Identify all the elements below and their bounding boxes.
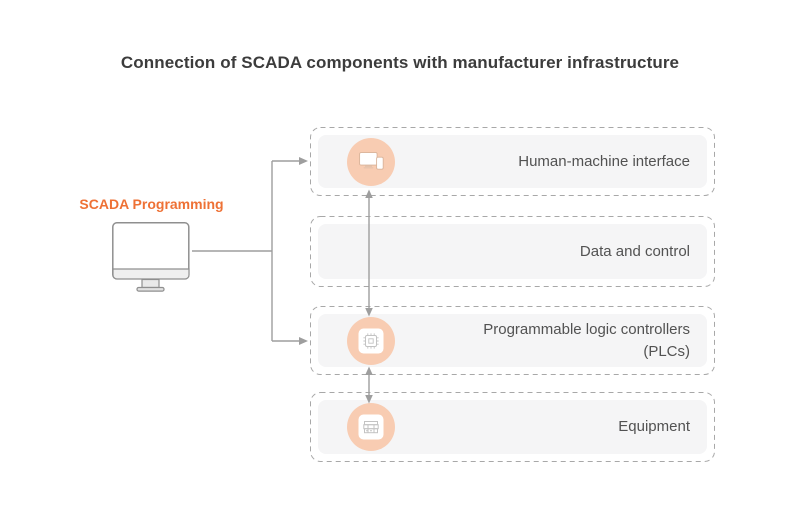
diagram-title: Connection of SCADA components with manu… xyxy=(120,53,680,72)
scada-programming-label: SCADA Programming xyxy=(79,196,224,212)
plcs-icon-circle xyxy=(347,316,395,365)
component-box-equipment: Equipment xyxy=(310,392,715,462)
arrowhead-into-hmi xyxy=(299,157,308,165)
dashed-border xyxy=(310,216,715,287)
component-label: Programmable logic controllers (PLCs) xyxy=(483,320,690,360)
arrowhead-into-plcs xyxy=(299,337,308,345)
dashed-border xyxy=(310,127,715,196)
imac-monitor-icon xyxy=(112,222,190,292)
hmi-icon-circle xyxy=(347,137,395,186)
component-box-plcs: Programmable logic controllers (PLCs) xyxy=(310,306,715,375)
dashed-border xyxy=(310,392,715,462)
devices-icon xyxy=(358,151,384,170)
component-label: Data and control xyxy=(579,242,690,260)
component-box-hmi: Human-machine interface xyxy=(310,127,715,196)
component-label: Human-machine interface xyxy=(518,152,690,170)
component-label: Equipment xyxy=(618,418,690,435)
plc-chip-icon xyxy=(358,328,384,353)
equipment-machine-icon xyxy=(358,414,384,440)
component-panel xyxy=(318,224,707,279)
component-box-data-and-control: Data and control xyxy=(310,216,715,287)
equipment-icon-circle xyxy=(347,403,395,451)
dashed-border xyxy=(310,306,715,375)
